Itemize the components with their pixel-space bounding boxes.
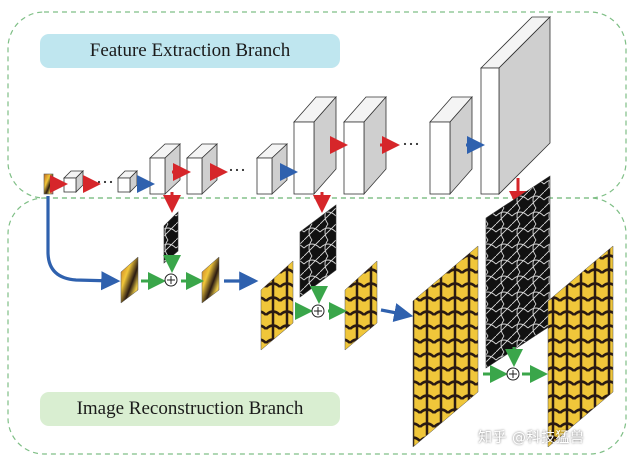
ellipsis-1: ··· <box>96 172 114 192</box>
sum-node-3 <box>506 367 520 381</box>
upsampled-image-1 <box>120 256 139 304</box>
output-image-2 <box>344 260 378 351</box>
sum-node-1 <box>164 273 178 287</box>
feature-block-9 <box>480 16 551 195</box>
upsampled-image-3 <box>412 245 479 448</box>
residual-map-medium <box>299 204 337 298</box>
output-image-3 <box>547 245 614 448</box>
feature-block-3 <box>148 143 182 195</box>
feature-block-6 <box>293 95 337 196</box>
output-image-1 <box>201 256 220 304</box>
image-reconstruction-label: Image Reconstruction Branch <box>40 392 340 426</box>
feature-block-4 <box>185 143 219 195</box>
feature-block-1 <box>63 170 84 193</box>
upsample-arrows <box>46 196 414 323</box>
sum-node-2 <box>311 304 325 318</box>
watermark: 知乎 @科技猛兽 <box>478 430 585 446</box>
input-image <box>43 173 54 195</box>
feature-block-7 <box>343 95 387 196</box>
upsampled-image-2 <box>260 260 294 351</box>
feature-block-2 <box>117 170 138 193</box>
residual-map-small <box>163 211 179 264</box>
feature-arrows <box>50 136 485 193</box>
sum-arrows <box>141 255 548 383</box>
feature-block-8 <box>429 95 473 196</box>
feature-block-5 <box>255 143 289 195</box>
ellipsis-2: ··· <box>228 160 246 180</box>
residual-map-large <box>485 175 551 369</box>
ellipsis-3: ··· <box>402 134 420 154</box>
feature-extraction-label: Feature Extraction Branch <box>40 34 340 68</box>
